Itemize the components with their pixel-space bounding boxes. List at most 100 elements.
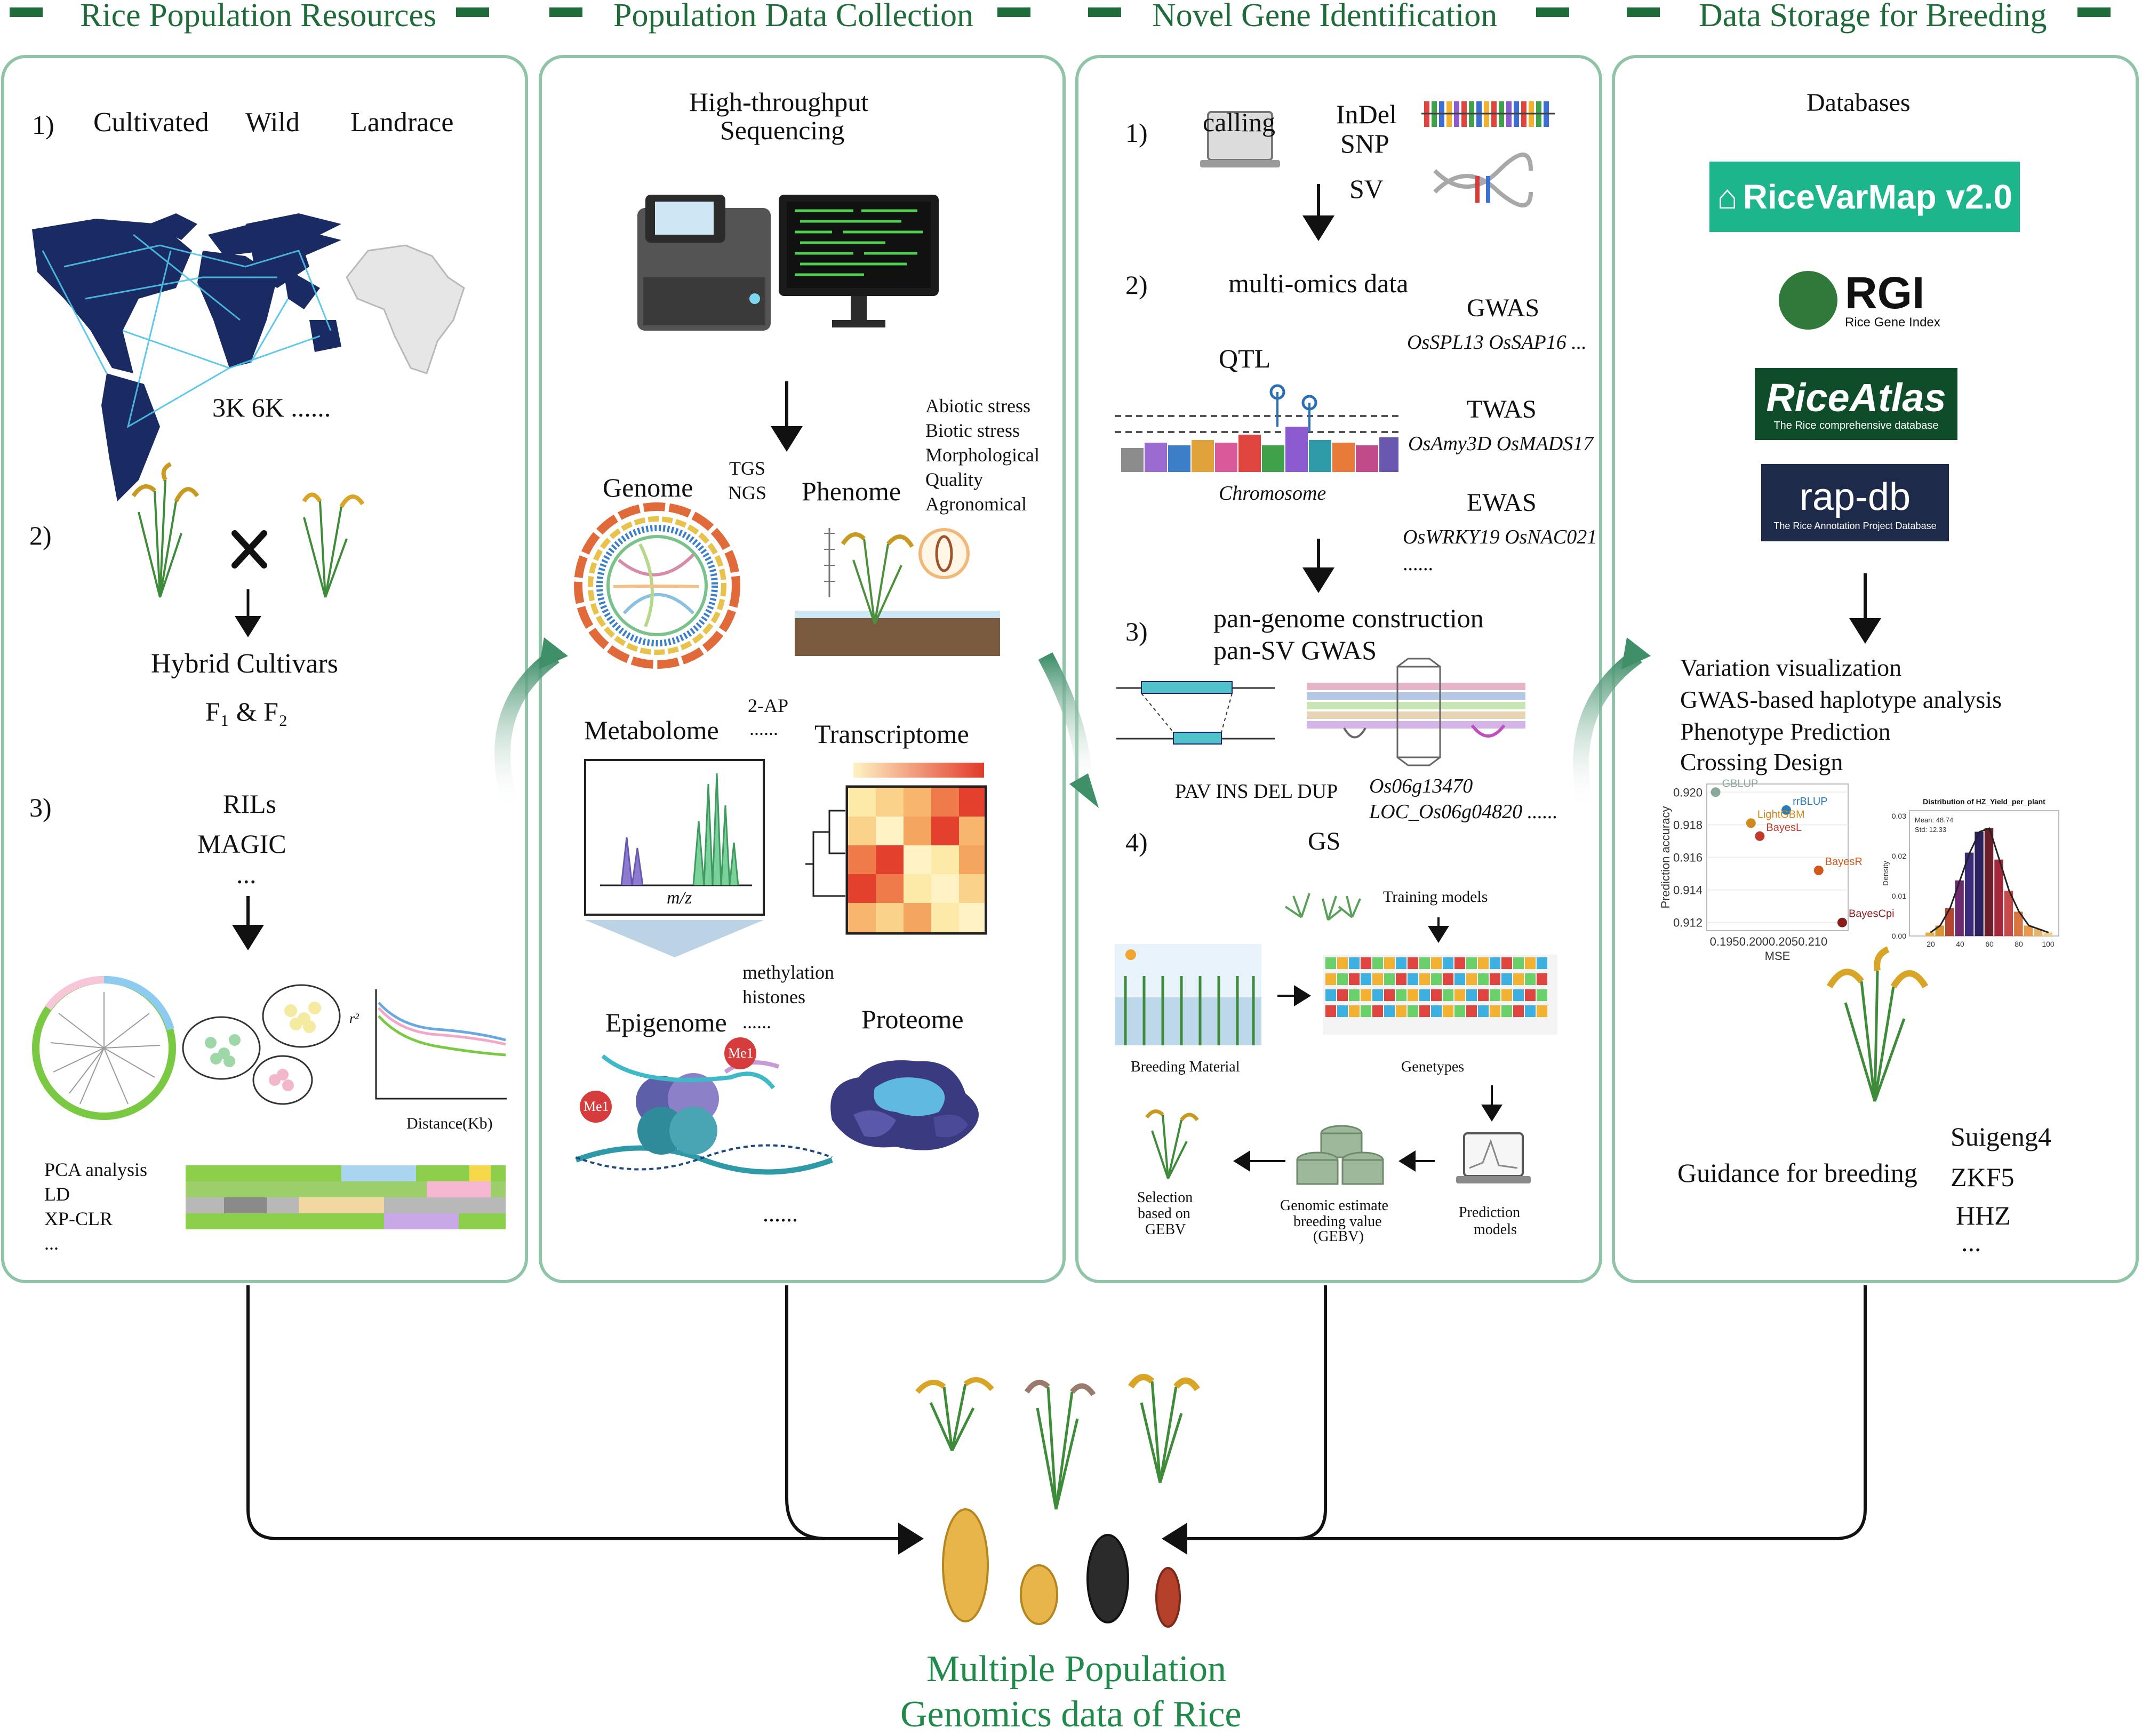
breeding-field-icon — [1115, 944, 1261, 1045]
rice-plant-icon — [1024, 1380, 1096, 1510]
histogram-x-tick: 40 — [1956, 940, 1964, 948]
scatter-x-tick: 0.205 — [1769, 935, 1798, 948]
analysis-ld: LD — [44, 1183, 70, 1205]
section-number: 3) — [29, 793, 52, 822]
header-dash — [549, 7, 582, 17]
world-map-icon — [32, 213, 341, 501]
riceatlas-logo-text: RiceAtlas — [1766, 375, 1946, 420]
twas-genes: OsAmy3D OsMADS17 — [1408, 433, 1594, 455]
histogram-bar — [1945, 908, 1954, 936]
histogram-bar — [1925, 932, 1935, 936]
analysis-more: ... — [44, 1233, 59, 1254]
sv-types-label: PAV INS DEL DUP — [1175, 780, 1338, 803]
ellipsis: ... — [236, 859, 257, 889]
hts-label-line1: High-throughput — [689, 87, 869, 117]
gs-label: GS — [1308, 827, 1341, 855]
histogram-chart: Distribution of HZ_Yield_per_plantMean: … — [1881, 797, 2059, 948]
laptop-icon — [1200, 111, 1280, 167]
scatter-y-tick: 0.920 — [1673, 786, 1703, 799]
variety-zkf5: ZKF5 — [1951, 1162, 2015, 1192]
transcriptome-label: Transcriptome — [814, 719, 969, 749]
manhattan-plot — [1115, 384, 1400, 472]
gebv-label: (GEBV) — [1313, 1228, 1364, 1245]
nucleosome-icon — [575, 1037, 833, 1175]
variant-indel: InDel — [1336, 99, 1397, 129]
header-dash — [1627, 7, 1660, 17]
histogram-bar — [1935, 925, 1944, 936]
histogram-bar — [2034, 929, 2043, 936]
monitor-icon — [779, 195, 939, 327]
convergence-arrows — [246, 1285, 1867, 1555]
ewas-more: ...... — [1403, 553, 1433, 575]
sv-gene-2: LOC_Os06g04820 ...... — [1369, 801, 1558, 823]
me1-badge: Me1 — [584, 1099, 609, 1114]
dna-helix-icon — [1433, 153, 1533, 207]
scatter-y-label: Prediction accuracy — [1659, 806, 1672, 909]
histogram-bar — [1984, 828, 1994, 936]
pan-genome-label: pan-genome construction — [1213, 603, 1484, 633]
f1-f2-label: F₁ & F₂ — [205, 697, 288, 726]
histogram-y-tick: 0.03 — [1892, 812, 1906, 820]
section-number: 3) — [1125, 617, 1148, 646]
metabolite-note: 2-AP — [748, 695, 789, 716]
header-dash — [1088, 7, 1121, 17]
phenome-field-icon — [795, 528, 1000, 656]
rgi-emblem-icon — [1779, 270, 1837, 330]
histogram-plot-area — [1909, 810, 2059, 937]
rapdb-logo-subtext: The Rice Annotation Project Database — [1773, 521, 1937, 531]
gebv-label: breeding value — [1293, 1213, 1382, 1230]
header-novel-gene-identification: Novel Gene Identification — [1152, 0, 1498, 34]
africa-map-icon — [346, 244, 465, 374]
scatter-point — [1837, 917, 1847, 927]
chromosome-axis-label: Chromosome — [1219, 482, 1326, 505]
ewas-label: EWAS — [1467, 489, 1537, 517]
header-dash — [997, 7, 1030, 17]
admixture-plot — [186, 1165, 506, 1229]
resource-type-landrace: Landrace — [350, 107, 454, 138]
function-item: Crossing Design — [1680, 748, 1843, 775]
population-sizes: 3K 6K ...... — [212, 393, 331, 422]
header-dash — [1536, 7, 1569, 17]
scatter-y-tick: 0.912 — [1673, 916, 1703, 930]
ricevarmap-logo: ⌂ RiceVarMap v2.0 — [1709, 162, 2020, 232]
histogram-bar — [2043, 932, 2052, 936]
rice-plant-icon — [1145, 1109, 1199, 1179]
home-icon: ⌂ — [1717, 178, 1738, 216]
calling-label: calling — [1203, 107, 1276, 137]
histogram-x-tick: 60 — [1985, 940, 1994, 948]
variant-snp: SNP — [1340, 129, 1389, 158]
genotypes-label: Genetypes — [1401, 1059, 1465, 1075]
histogram-title: Distribution of HZ_Yield_per_plant — [1923, 797, 2045, 806]
phenome-trait: Abiotic stress — [925, 395, 1030, 417]
scatter-x-tick: 0.195 — [1710, 935, 1739, 948]
rice-plant-icon — [1128, 1374, 1200, 1483]
scatter-y-tick: 0.914 — [1673, 884, 1703, 897]
histogram-y-tick: 0.01 — [1892, 892, 1906, 900]
rgi-logo: RGI Rice Gene Index — [1779, 264, 1955, 336]
epigenome-note: methylation — [742, 962, 834, 983]
databases-label: Databases — [1807, 89, 1911, 117]
prediction-laptop-icon — [1456, 1132, 1531, 1183]
histogram-y-tick: 0.00 — [1892, 932, 1906, 940]
phenome-trait: Biotic stress — [925, 420, 1020, 441]
panel-novel-gene-identification — [1075, 55, 1602, 1283]
mz-axis-label: m/z — [667, 888, 692, 908]
bottom-title-line1: Multiple Population — [926, 1649, 1226, 1690]
phenome-label: Phenome — [802, 476, 901, 506]
variety-hhz: HHZ — [1956, 1201, 2011, 1230]
transition-arrow — [494, 649, 560, 813]
rapdb-logo-text: rap-db — [1799, 476, 1911, 518]
hts-label-line2: Sequencing — [720, 115, 845, 145]
ld-x-label: Distance(Kb) — [406, 1115, 493, 1132]
gwas-genes: OsSPL13 OsSAP16 ... — [1407, 331, 1587, 354]
variety-suigeng4: Suigeng4 — [1951, 1122, 2051, 1151]
resource-type-cultivated: Cultivated — [93, 107, 209, 138]
scatter-point — [1746, 818, 1756, 828]
header-dash — [456, 7, 489, 17]
heatmap-icon — [805, 763, 987, 935]
analysis-xpclr: XP-CLR — [44, 1208, 113, 1229]
scatter-point-label: BayesL — [1766, 822, 1802, 834]
histogram-bar — [1964, 852, 1974, 936]
